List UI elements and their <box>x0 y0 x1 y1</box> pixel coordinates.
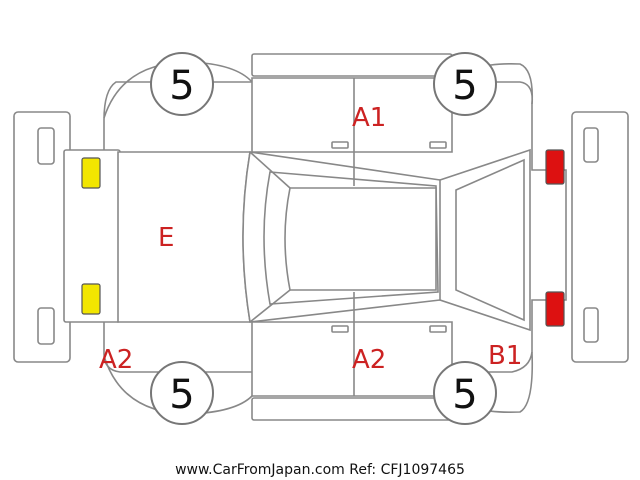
tire-rear-right-value: 5 <box>452 63 477 109</box>
tire-rear-right: 5 <box>433 52 497 116</box>
rear-lamp-right <box>545 149 565 185</box>
damage-code-rear-left-corner: B1 <box>488 341 522 371</box>
hood-panel <box>117 151 251 323</box>
rear-bumper <box>571 111 629 363</box>
roof-area <box>242 151 467 323</box>
right-doors <box>251 53 453 186</box>
tire-front-right: 5 <box>150 52 214 116</box>
damage-code-left-doors: A2 <box>352 345 386 375</box>
damage-code-front-left-corner: A2 <box>99 345 133 375</box>
tailgate-area <box>439 148 531 332</box>
front-lamp-right <box>81 157 101 189</box>
tire-front-left: 5 <box>150 361 214 425</box>
damage-code-right-doors: A1 <box>352 103 386 133</box>
front-lamp-left <box>81 283 101 315</box>
tire-rear-left: 5 <box>433 361 497 425</box>
front-bumper <box>13 111 71 363</box>
tire-front-right-value: 5 <box>169 63 194 109</box>
tire-rear-left-value: 5 <box>452 372 477 418</box>
rear-lamp-left <box>545 291 565 327</box>
footer-reference: www.CarFromJapan.com Ref: CFJ1097465 <box>175 462 465 478</box>
damage-code-hood: E <box>158 223 174 253</box>
tire-front-left-value: 5 <box>169 372 194 418</box>
